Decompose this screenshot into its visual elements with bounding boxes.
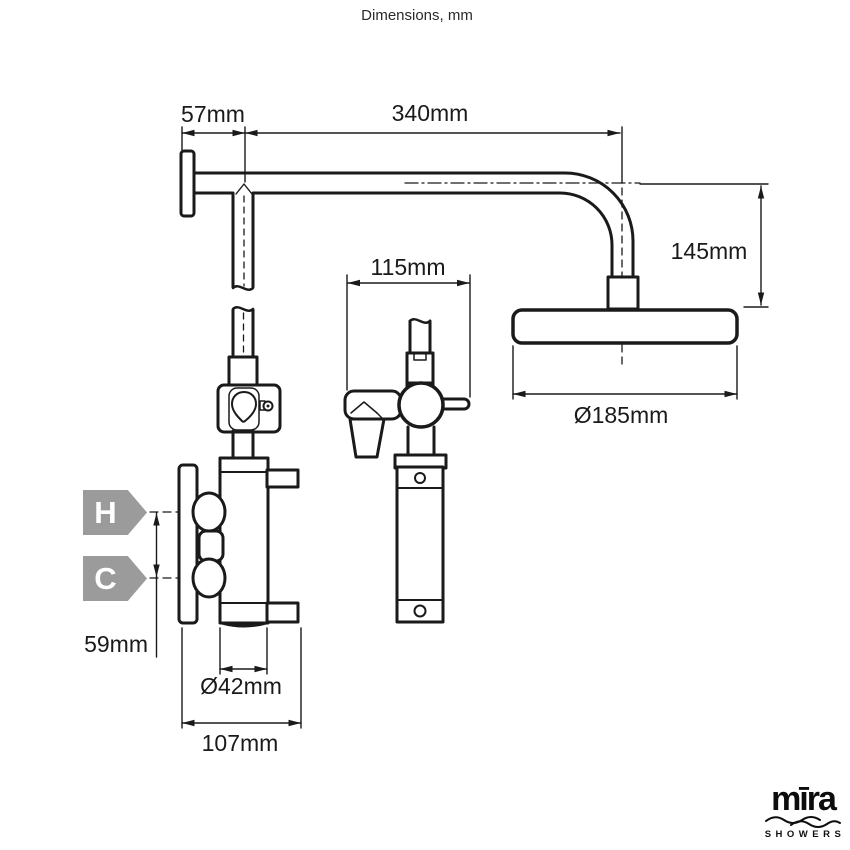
dimension-lines — [153, 126, 769, 729]
flow-control — [216, 383, 282, 461]
brand-wordmark: mīra — [771, 780, 837, 818]
centre-plug — [197, 529, 225, 563]
arm-tee-joint — [235, 183, 253, 195]
hot-inlet-label: H — [94, 495, 117, 530]
hot-inlet — [191, 491, 227, 533]
dimension-label-42mm: Ø42mm — [200, 673, 282, 699]
top-flange — [265, 468, 300, 489]
brand-tagline: SHOWERS — [764, 829, 846, 840]
rail-screw-top — [414, 472, 426, 484]
dimension-label-145mm: 145mm — [670, 238, 748, 264]
shower-arm — [192, 171, 635, 279]
wall-flange — [179, 149, 196, 218]
handset-assembly — [343, 318, 471, 624]
wall-plate — [177, 463, 199, 625]
bottom-flange — [265, 601, 300, 624]
dimension-label-59mm: 59mm — [84, 631, 148, 657]
mira-logo: mīra SHOWERS — [756, 782, 850, 840]
handset-bracket — [343, 389, 403, 421]
cold-inlet — [191, 557, 227, 599]
diverter-knob — [397, 381, 445, 429]
dimension-label-115mm: 115mm — [370, 254, 446, 280]
mixer-valve — [177, 456, 300, 628]
head-connector — [606, 275, 640, 311]
handset — [348, 417, 386, 459]
dimension-label-185mm: Ø185mm — [573, 402, 669, 428]
hose-nut — [405, 351, 435, 385]
logo-waves-icon — [765, 816, 841, 828]
dimension-label-57mm: 57mm — [181, 101, 245, 127]
slide-rail — [395, 465, 445, 624]
dimension-label-340mm: 340mm — [391, 100, 469, 126]
page-title: Dimensions, mm — [361, 7, 473, 24]
valve-body — [218, 456, 270, 625]
shower-head — [511, 308, 739, 345]
arm-drop-pipe — [227, 192, 259, 387]
dimension-label-107mm: 107mm — [201, 730, 279, 756]
cold-inlet-label: C — [94, 561, 117, 596]
rail-screw-bottom — [413, 604, 427, 618]
